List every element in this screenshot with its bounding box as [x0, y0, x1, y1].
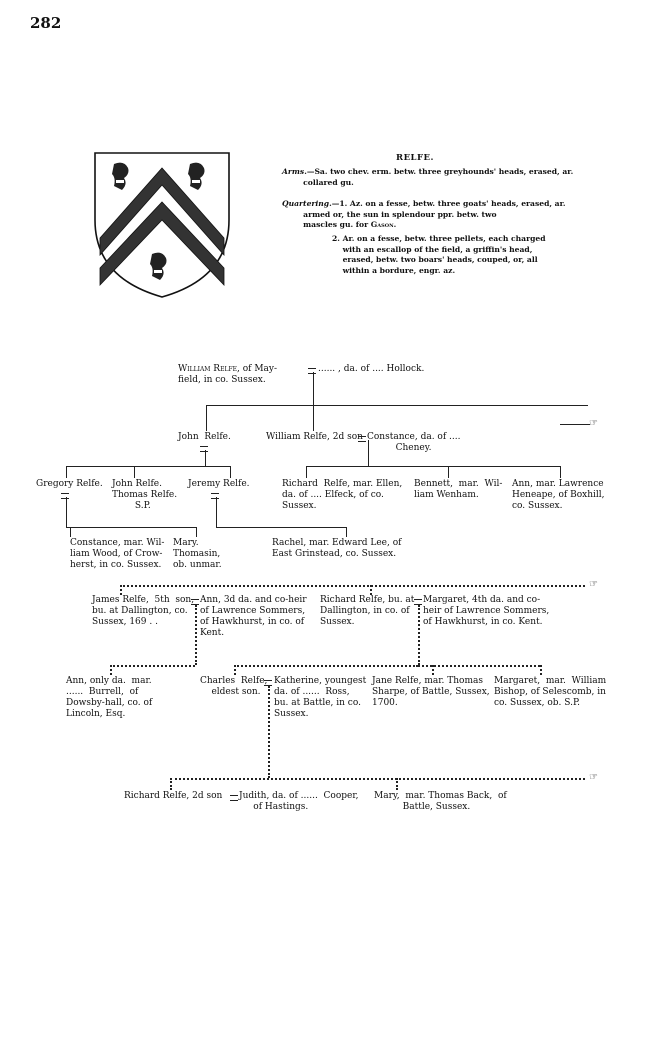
marriage-mark — [264, 680, 272, 686]
john-and-thomas-relfe: John Relfe. Thomas Relfe. S.P. — [112, 479, 178, 511]
margaret-sommers: Margaret, 4th da. and co- heir of Lawren… — [423, 595, 550, 627]
gregory-relfe: Gregory Relfe. — [36, 479, 103, 489]
marriage-mark — [191, 599, 199, 605]
ann-burrell: Ann, only da. mar. ...... Burrell, of Do… — [66, 676, 153, 719]
margaret-bishop: Margaret, mar. William Bishop, of Selesc… — [494, 676, 607, 708]
arms-title: RELFE. — [396, 153, 434, 163]
pointing-hand-icon: ☞ — [589, 772, 598, 783]
mary-back: Mary, mar. Thomas Back, of Battle, Susse… — [374, 791, 507, 812]
quartering-1: Quartering.—1. Az. on a fesse, betw. thr… — [282, 199, 566, 229]
pointing-hand-icon: ☞ — [589, 418, 598, 429]
william-relfe-senior: William Relfe, of May- field, in co. Sus… — [178, 364, 278, 385]
richard-relfe-2d-son: Richard Relfe, 2d son — [124, 791, 223, 801]
mary-thomasin: Mary. Thomasin, ob. unmar. — [173, 538, 222, 570]
rachel-lee: Rachel, mar. Edward Lee, of East Grinste… — [272, 538, 402, 559]
jeremy-relfe: Jeremy Relfe. — [188, 479, 250, 489]
bennett-wenham: Bennett, mar. Wil- liam Wenham. — [414, 479, 503, 500]
ann-heneape: Ann, mar. Lawrence Heneape, of Boxhill, … — [512, 479, 605, 511]
john-relfe: John Relfe. — [178, 432, 231, 442]
marriage-mark — [200, 446, 208, 452]
jane-sharpe: Jane Relfe, mar. Thomas Sharpe, of Battl… — [372, 676, 490, 708]
james-relfe-5th-son: James Relfe, 5th son, bu. at Dallington,… — [92, 595, 195, 627]
richard-relfe-dallington: Richard Relfe, bu. at Dallington, in co.… — [320, 595, 415, 627]
quartering-2: 2. Ar. on a fesse, betw. three pellets, … — [332, 234, 546, 275]
constance-cheney: Constance, da. of .... Cheney. — [367, 432, 461, 453]
judith-cooper: Judith, da. of ...... Cooper, of Hasting… — [239, 791, 359, 812]
wife-hollock: ...... , da. of .... Hollock. — [318, 364, 425, 374]
coat-of-arms-shield-icon — [94, 152, 230, 298]
marriage-mark — [61, 493, 69, 499]
marriage-mark — [211, 493, 219, 499]
pointing-hand-icon: ☞ — [589, 579, 598, 590]
ann-sommers: Ann, 3d da. and co-heir of Lawrence Somm… — [200, 595, 307, 638]
marriage-mark — [358, 436, 366, 442]
arms-description: Arms.—Sa. two chev. erm. betw. three gre… — [282, 167, 574, 187]
richard-relfe-ellen: Richard Relfe, mar. Ellen, da. of .... E… — [282, 479, 403, 511]
constance-wood: Constance, mar. Wil- liam Wood, of Crow-… — [70, 538, 165, 570]
page-number: 282 — [30, 14, 62, 32]
marriage-mark — [230, 795, 238, 801]
marriage-mark — [414, 599, 422, 605]
marriage-mark — [308, 368, 316, 374]
katherine-ross: Katherine, youngest da. of ...... Ross, … — [274, 676, 367, 719]
charles-relfe-eldest-son: Charles Relfe, eldest son. — [200, 676, 268, 697]
william-relfe-2d-son: William Relfe, 2d son — [266, 432, 363, 442]
